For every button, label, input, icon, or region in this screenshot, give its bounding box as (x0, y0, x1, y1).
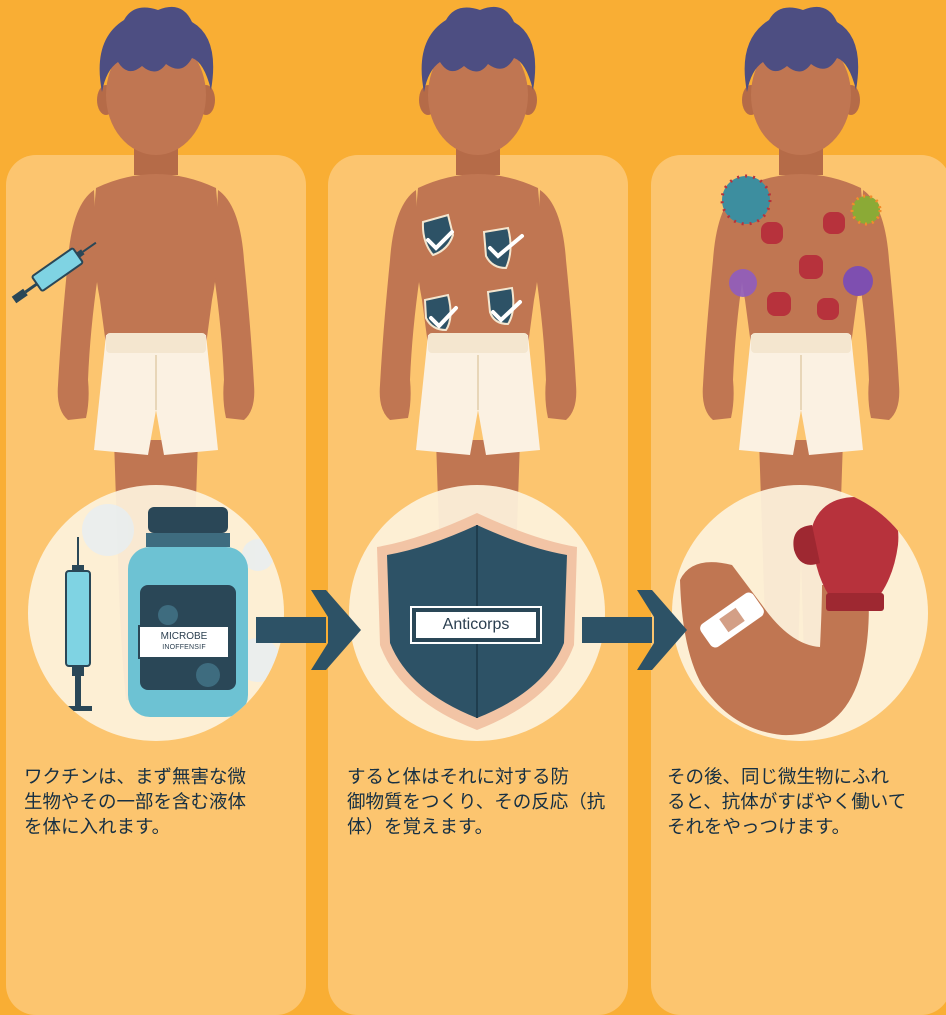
arrow-right-icon (256, 590, 361, 670)
vaccine-vial-icon (128, 507, 248, 717)
check-icon (426, 230, 524, 329)
step-2-caption: すると体はそれに対する防 御物質をつくり、その反応（抗 体）を覚えます。 (347, 767, 606, 838)
step-1-caption: ワクチンは、まず無害な微 生物やその一部を含む液体 を体に入れます。 (24, 767, 247, 838)
shield-label: Anticorps (410, 606, 542, 644)
boy-figure-1 (11, 5, 256, 701)
shield-icon (482, 226, 512, 270)
arm-illustration (680, 562, 869, 736)
vial-label: MICROBE INOFFENSIF (138, 625, 230, 659)
step-3-caption: その後、同じ微生物にふれ ると、抗体がすばやく働いて それをやっつけます。 (667, 767, 907, 838)
virus-icon (720, 174, 882, 297)
boy-figure-3 (701, 5, 901, 701)
vial-label-line1: MICROBE (160, 631, 208, 642)
bandage-icon (700, 592, 764, 648)
boy-figure-2 (378, 5, 578, 701)
syringe-icon (64, 537, 92, 711)
syringe-icon (11, 241, 97, 304)
vial-label-line2: INOFFENSIF (162, 644, 206, 651)
boxing-glove-icon (793, 496, 899, 611)
vaccine-illustration: MICROBE INOFFENSIF (28, 485, 284, 741)
antibody-shield-illustration: Anticorps (349, 485, 605, 741)
boxing-glove-icon (761, 212, 845, 320)
arrow-right-icon (582, 590, 687, 670)
defense-illustration (672, 485, 928, 741)
